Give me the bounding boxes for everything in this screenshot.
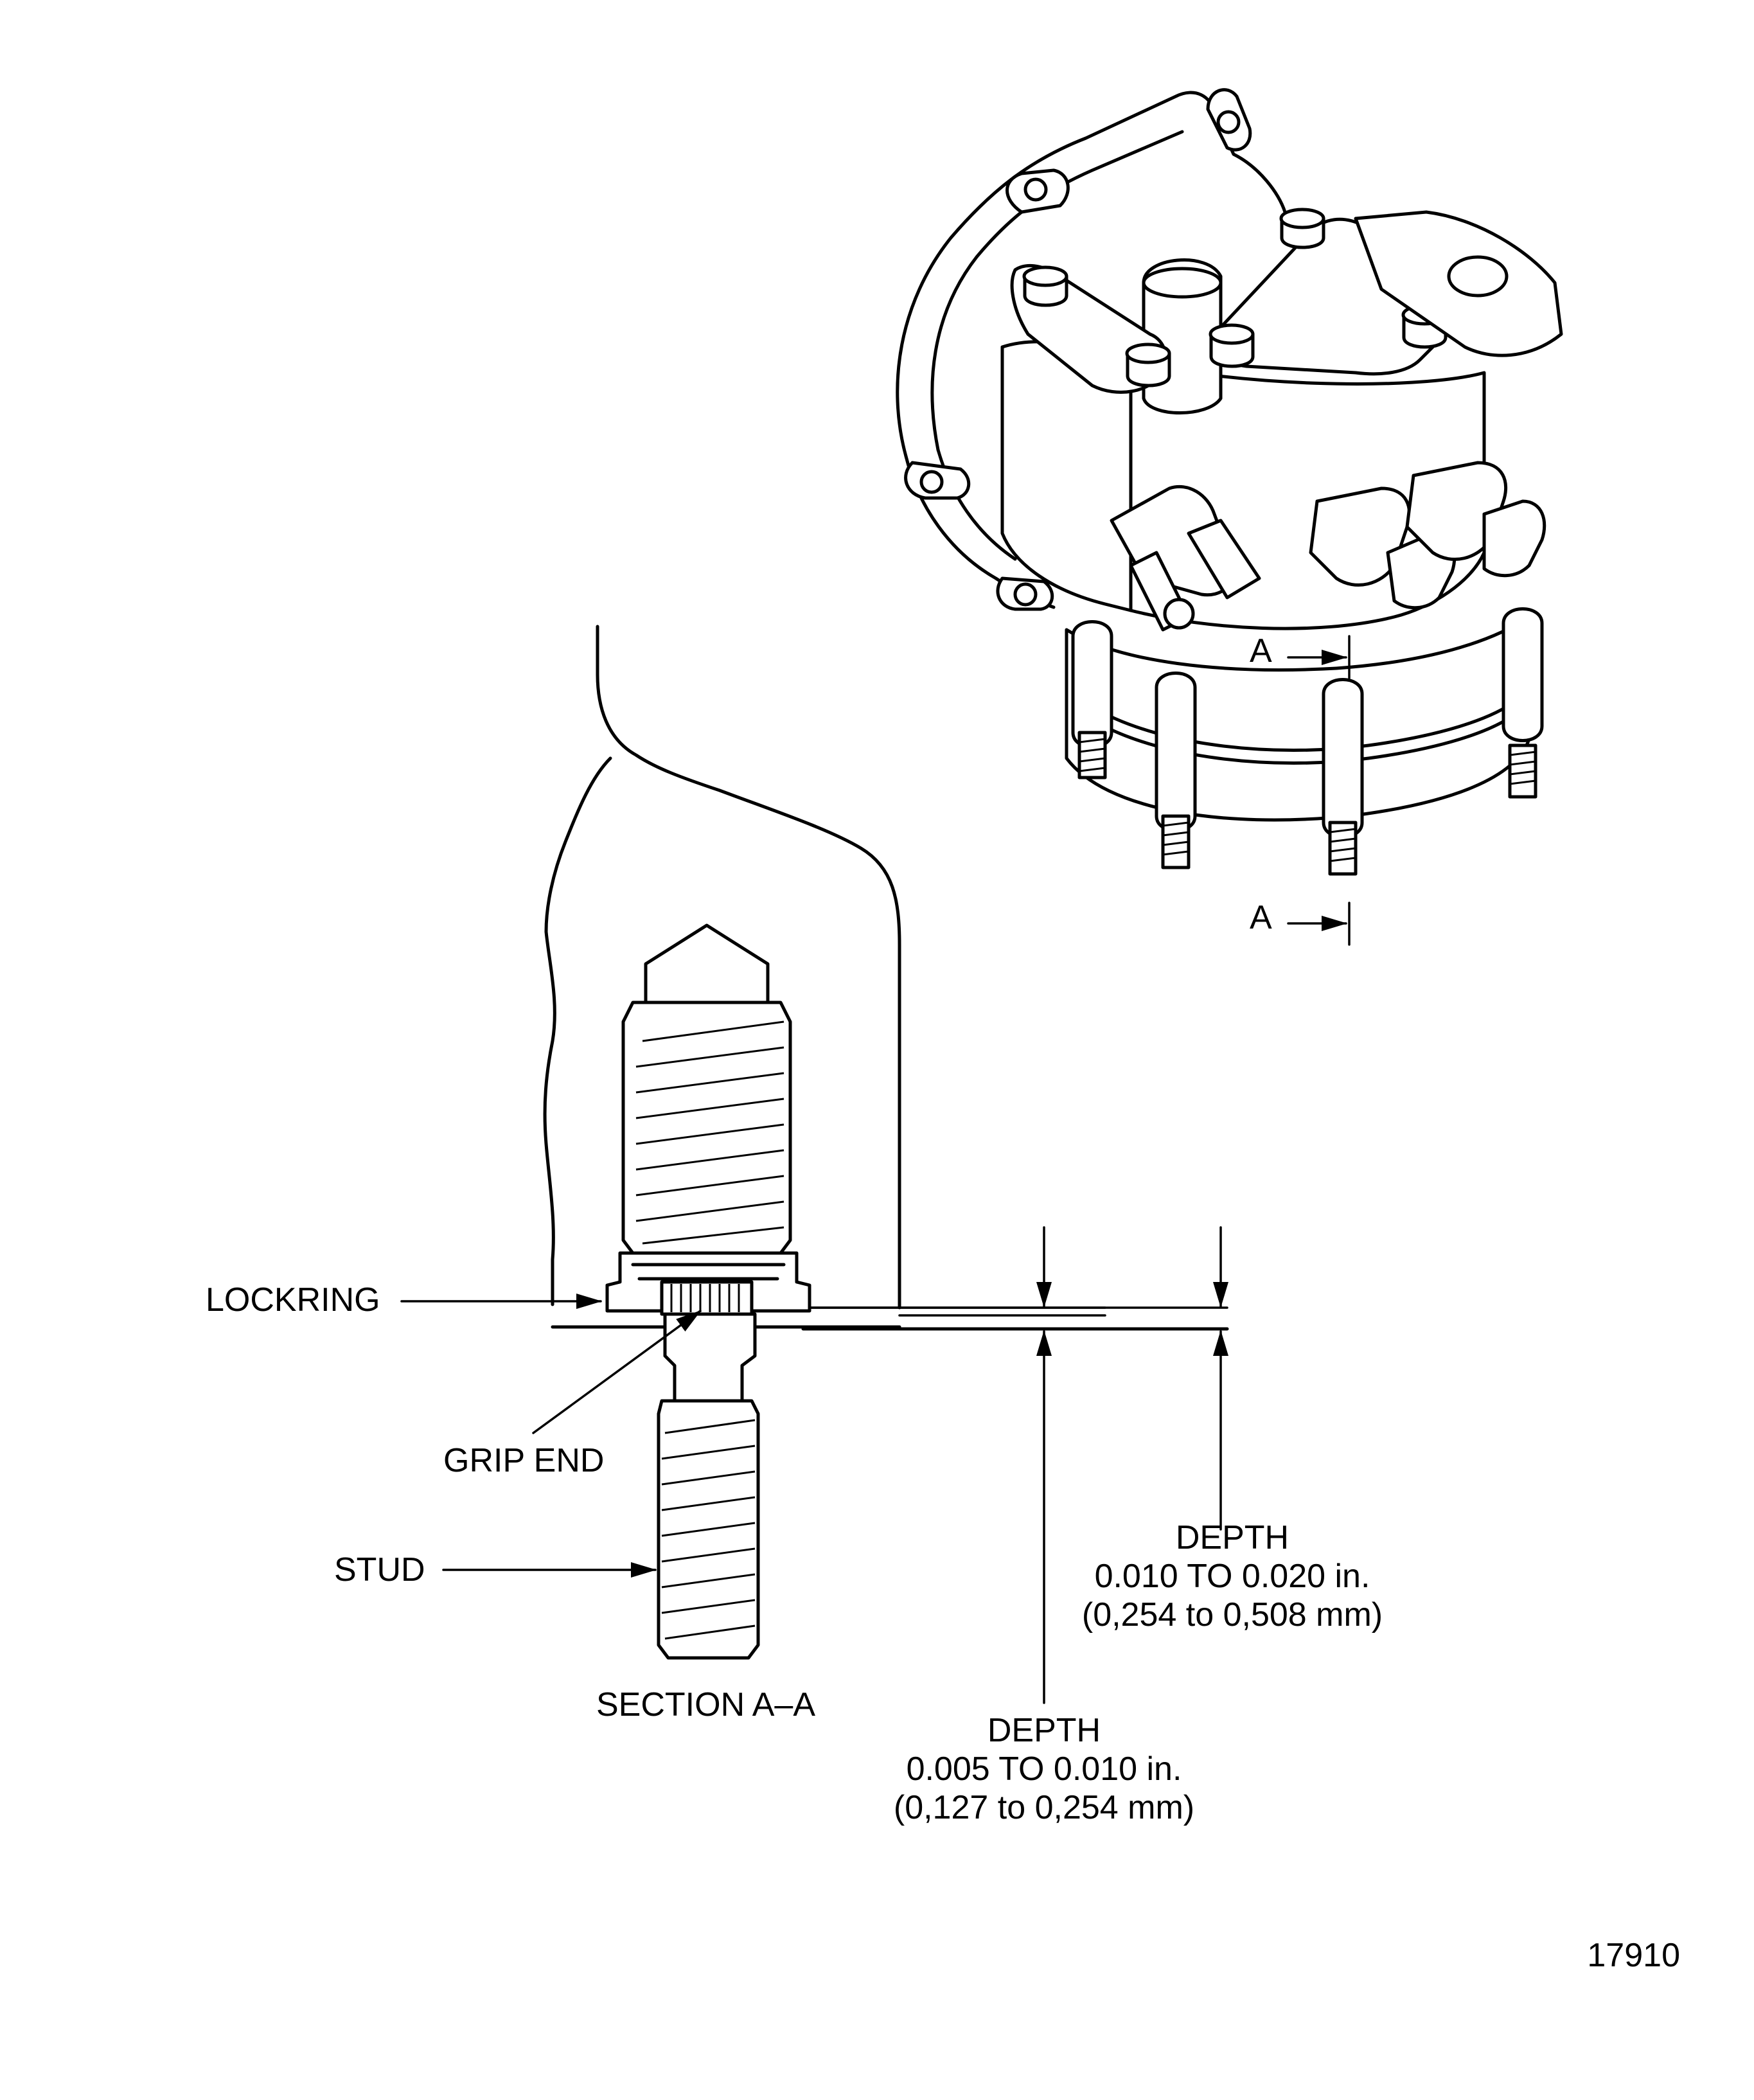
section-aa-drawing	[543, 625, 1229, 1660]
callout-grip-end: GRIP END	[443, 1310, 702, 1479]
lower-thread-hatch	[661, 1419, 756, 1640]
depth-dimension-lines	[898, 1226, 1228, 1704]
figure-number: 17910	[1587, 1937, 1680, 1974]
grip-knurl	[670, 1284, 740, 1312]
callout-lockring: LOCKRING	[206, 1281, 602, 1319]
section-title: SECTION A–A	[596, 1686, 815, 1723]
depth-upper-inch: 0.010 TO 0.020 in.	[1095, 1558, 1370, 1595]
callout-stud: STUD	[334, 1551, 657, 1588]
section-letter-lower: A	[1250, 899, 1272, 936]
depth-upper-mm: (0,254 to 0,508 mm)	[1082, 1596, 1383, 1633]
section-letter-upper: A	[1250, 632, 1272, 670]
label-grip-end: GRIP END	[443, 1442, 604, 1479]
depth-lower-title: DEPTH	[988, 1712, 1101, 1749]
upper-thread-hatch	[635, 1020, 784, 1245]
depth-upper-title: DEPTH	[1176, 1519, 1289, 1556]
depth-annotation-upper: DEPTH 0.010 TO 0.020 in. (0,254 to 0,508…	[1082, 1519, 1383, 1633]
label-stud: STUD	[334, 1551, 425, 1588]
depth-lower-inch: 0.005 TO 0.010 in.	[907, 1750, 1182, 1788]
section-marker-upper: A	[1250, 632, 1351, 679]
mounting-studs	[1071, 607, 1544, 876]
label-lockring: LOCKRING	[206, 1281, 380, 1319]
depth-lower-mm: (0,127 to 0,254 mm)	[894, 1789, 1194, 1826]
section-marker-lower: A	[1250, 899, 1351, 946]
depth-annotation-lower: DEPTH 0.005 TO 0.010 in. (0,127 to 0,254…	[894, 1712, 1194, 1826]
valve-assembly-drawing	[896, 88, 1563, 876]
fittings	[1110, 461, 1546, 632]
